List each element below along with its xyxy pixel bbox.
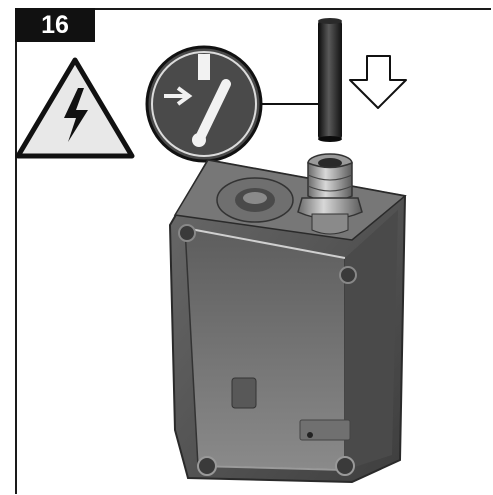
step-number-badge: 16 [15, 8, 95, 42]
cable [318, 18, 342, 142]
enclosure-box [168, 158, 407, 484]
power-disconnect-switch-icon [145, 45, 263, 163]
cable-gland [297, 153, 363, 235]
downward-arrow-icon [349, 55, 407, 109]
instruction-frame [15, 8, 491, 494]
high-voltage-warning-icon [15, 57, 135, 159]
